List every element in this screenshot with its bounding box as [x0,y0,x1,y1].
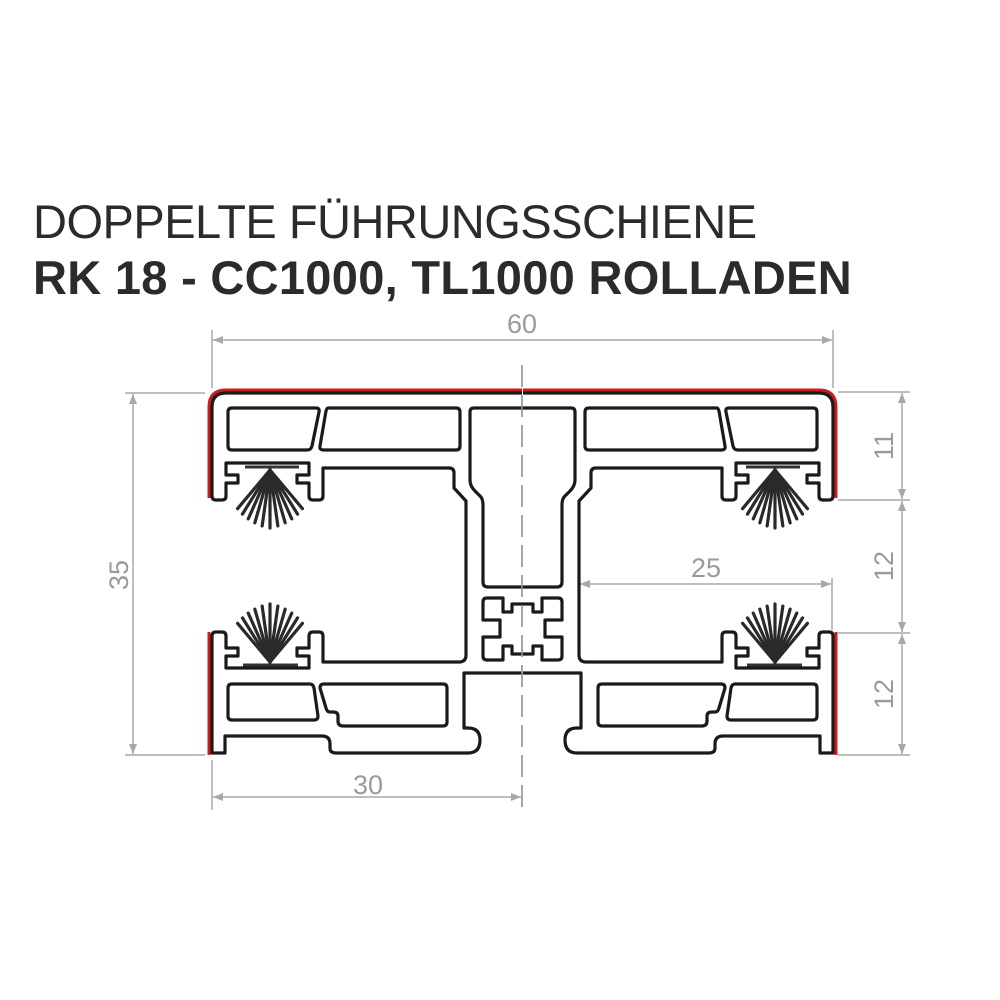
brush-seal-bottom [235,602,305,664]
brush-bristle [268,468,305,511]
drawing-title: DOPPELTE FÜHRUNGSSCHIENE [33,195,757,248]
chamber-bottom-inner [318,682,449,728]
brush-bristle [268,621,305,664]
profile-outline [210,391,522,755]
dimension-label-bottom-flange: 12 [869,679,899,709]
drawing-subtitle: RK 18 - CC1000, TL1000 ROLLADEN [33,251,852,304]
dimension-label-top-flange: 11 [869,432,899,460]
dimension-label-half-width: 30 [353,770,383,800]
dimension-label-channel-depth: 25 [691,553,721,583]
profile-left-half [207,388,522,755]
center-cross-slot [481,596,564,662]
seal-edge-top [207,388,522,498]
chamber-bottom-outer [226,682,320,722]
chamber-top-outer [226,406,321,452]
dimension-label-width: 60 [507,309,537,339]
chamber-top-inner [318,406,462,452]
profile-right-half [521,388,838,757]
brush-seal-top [235,468,305,530]
dimension-label-channel-gap: 12 [869,551,899,581]
center-chamber [468,406,577,589]
dimension-lines [125,330,910,810]
dimension-label-height: 35 [104,560,134,590]
